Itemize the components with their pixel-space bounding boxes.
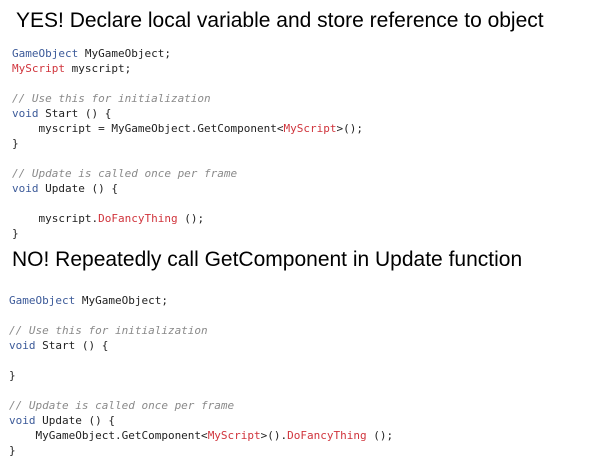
code-line: }	[9, 368, 393, 383]
code-token: MyScript	[12, 62, 65, 75]
code-line	[9, 308, 393, 323]
code-block-bad: GameObject MyGameObject; // Use this for…	[9, 293, 393, 458]
code-token: MyGameObject;	[78, 47, 171, 60]
code-line: // Update is called once per frame	[9, 398, 393, 413]
code-token: }	[12, 227, 19, 240]
code-line: void Update () {	[9, 413, 393, 428]
code-block-good: GameObject MyGameObject;MyScript myscrip…	[12, 46, 363, 241]
code-token: }	[12, 137, 19, 150]
code-line	[12, 151, 363, 166]
heading-good-practice: YES! Declare local variable and store re…	[16, 9, 544, 32]
code-token: MyScript	[283, 122, 337, 135]
code-line: GameObject MyGameObject;	[12, 46, 363, 61]
code-token: void	[9, 414, 36, 427]
code-token: Start () {	[35, 339, 109, 352]
code-line	[9, 383, 393, 398]
code-token: MyGameObject.GetComponent<	[9, 429, 208, 442]
code-token: GameObject	[9, 294, 76, 307]
code-token: Update () {	[35, 414, 115, 427]
code-line: myscript = MyGameObject.GetComponent<MyS…	[12, 121, 363, 136]
code-token: // Update is called once per frame	[12, 167, 238, 180]
code-line: void Start () {	[9, 338, 393, 353]
code-token: myscript;	[64, 62, 132, 75]
code-token: >();	[336, 122, 364, 135]
code-line: }	[9, 443, 393, 458]
code-line: void Start () {	[12, 106, 363, 121]
heading-bad-practice: NO! Repeatedly call GetComponent in Upda…	[12, 248, 523, 271]
code-line	[9, 353, 393, 368]
code-line: MyGameObject.GetComponent<MyScript>().Do…	[9, 428, 393, 443]
code-token: myscript.	[12, 212, 99, 225]
code-token: // Use this for initialization	[9, 324, 208, 337]
code-line: // Use this for initialization	[12, 91, 363, 106]
code-line: GameObject MyGameObject;	[9, 293, 393, 308]
code-token: MyGameObject;	[75, 294, 168, 307]
code-token: void	[9, 339, 36, 352]
code-token: DoFancyThing	[287, 429, 367, 442]
code-line: // Use this for initialization	[9, 323, 393, 338]
code-token: Update () {	[38, 182, 118, 195]
code-token: // Use this for initialization	[12, 92, 211, 105]
code-line: MyScript myscript;	[12, 61, 363, 76]
code-token: void	[12, 107, 39, 120]
code-line: // Update is called once per frame	[12, 166, 363, 181]
code-token: void	[12, 182, 39, 195]
code-token: Start () {	[38, 107, 112, 120]
code-line: myscript.DoFancyThing ();	[12, 211, 363, 226]
code-token: >().	[260, 429, 288, 442]
code-token: myscript = MyGameObject.GetComponent<	[12, 122, 284, 135]
code-line: }	[12, 136, 363, 151]
code-token: ();	[177, 212, 205, 225]
code-line: void Update () {	[12, 181, 363, 196]
code-token: GameObject	[12, 47, 79, 60]
code-token: }	[9, 444, 16, 457]
code-token: // Update is called once per frame	[9, 399, 235, 412]
code-token: DoFancyThing	[98, 212, 178, 225]
code-line: }	[12, 226, 363, 241]
code-line	[12, 196, 363, 211]
code-line	[12, 76, 363, 91]
code-token: MyScript	[207, 429, 261, 442]
code-token: }	[9, 369, 16, 382]
code-token: ();	[366, 429, 394, 442]
